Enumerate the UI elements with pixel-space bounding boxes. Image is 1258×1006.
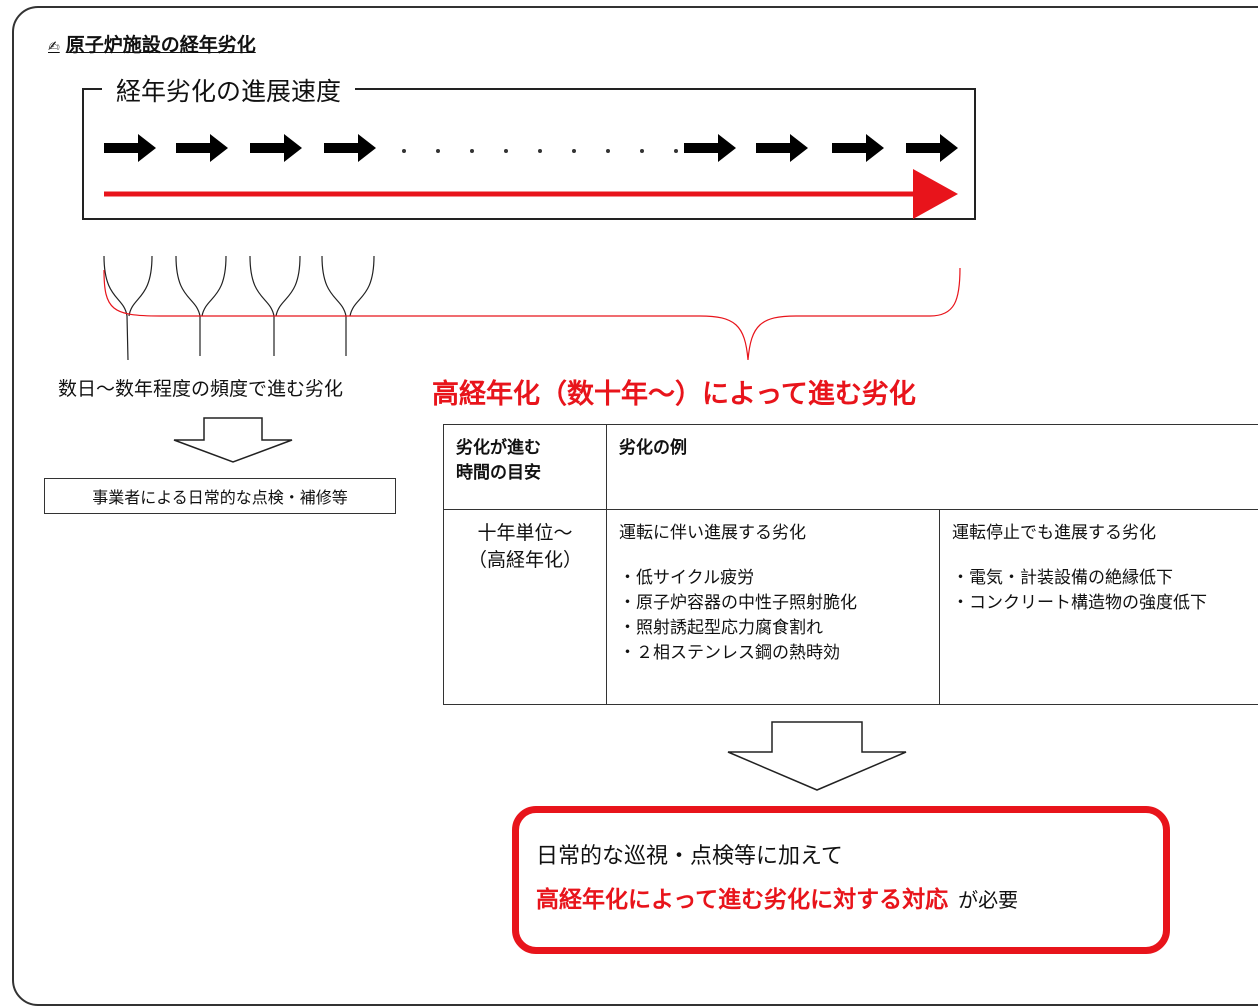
ellipsis-dot bbox=[606, 149, 610, 153]
daily-inspection-box: 事業者による日常的な点検・補修等 bbox=[44, 478, 396, 514]
down-arrow-right bbox=[728, 722, 906, 790]
table-header-row: 劣化が進む 時間の目安 劣化の例 bbox=[444, 425, 1258, 510]
ellipsis-dot bbox=[470, 149, 474, 153]
long-term-label: 高経年化（数十年～）によって進む劣化 bbox=[432, 372, 916, 411]
short-term-braces bbox=[104, 256, 374, 360]
operating-heading: 運転に伴い進展する劣化 bbox=[619, 518, 927, 543]
down-arrow-left bbox=[174, 418, 292, 462]
operating-item: ・照射誘起型応力腐食割れ bbox=[619, 613, 927, 638]
cell-time: 十年単位～ （高経年化） bbox=[444, 510, 607, 705]
operating-list: ・低サイクル疲労・原子炉容器の中性子照射脆化・照射誘起型応力腐食割れ・２相ステン… bbox=[619, 563, 927, 663]
right-arrow-icon bbox=[250, 134, 302, 162]
header-time: 劣化が進む 時間の目安 bbox=[444, 425, 607, 510]
long-term-brace bbox=[104, 268, 960, 360]
right-arrow-icon bbox=[756, 134, 808, 162]
operating-item: ・２相ステンレス鋼の熱時効 bbox=[619, 638, 927, 663]
conclusion-line-2: 高経年化によって進む劣化に対する対応が必要 bbox=[536, 880, 1018, 914]
header-examples-text: 劣化の例 bbox=[619, 438, 687, 458]
operating-item: ・低サイクル疲労 bbox=[619, 563, 927, 588]
ellipsis-dot bbox=[674, 149, 678, 153]
ellipsis-dot bbox=[504, 149, 508, 153]
conclusion-line-1: 日常的な巡視・点検等に加えて bbox=[536, 838, 843, 870]
ellipsis-dot bbox=[640, 149, 644, 153]
conclusion-tail: が必要 bbox=[958, 888, 1018, 912]
cell-time-text: 十年単位～ （高経年化） bbox=[468, 522, 582, 571]
right-arrow-icon bbox=[104, 134, 156, 162]
stopped-item: ・コンクリート構造物の強度低下 bbox=[952, 588, 1258, 613]
operating-item: ・原子炉容器の中性子照射脆化 bbox=[619, 588, 927, 613]
header-time-text: 劣化が進む 時間の目安 bbox=[456, 438, 541, 483]
ellipsis-dot bbox=[402, 149, 406, 153]
stopped-item: ・電気・計装設備の絶縁低下 bbox=[952, 563, 1258, 588]
right-arrow-icon bbox=[324, 134, 376, 162]
right-arrow-icon bbox=[684, 134, 736, 162]
table-row: 十年単位～ （高経年化） 運転に伴い進展する劣化 ・低サイクル疲労・原子炉容器の… bbox=[444, 510, 1258, 705]
daily-inspection-text: 事業者による日常的な点検・補修等 bbox=[92, 484, 348, 508]
ellipsis-dot bbox=[572, 149, 576, 153]
ellipsis-dot bbox=[538, 149, 542, 153]
right-arrow-icon bbox=[832, 134, 884, 162]
right-arrow-icon bbox=[906, 134, 958, 162]
degradation-table: 劣化が進む 時間の目安 劣化の例 十年単位～ （高経年化） 運転に伴い進展する劣… bbox=[443, 424, 1258, 705]
cell-operating: 運転に伴い進展する劣化 ・低サイクル疲労・原子炉容器の中性子照射脆化・照射誘起型… bbox=[607, 510, 940, 705]
header-examples: 劣化の例 bbox=[607, 425, 1258, 510]
stopped-list: ・電気・計装設備の絶縁低下・コンクリート構造物の強度低下 bbox=[952, 563, 1258, 613]
short-term-label: 数日～数年程度の頻度で進む劣化 bbox=[58, 374, 343, 401]
cell-stopped: 運転停止でも進展する劣化 ・電気・計装設備の絶縁低下・コンクリート構造物の強度低… bbox=[940, 510, 1258, 705]
stopped-heading: 運転停止でも進展する劣化 bbox=[952, 518, 1258, 543]
conclusion-emphasis: 高経年化によって進む劣化に対する対応 bbox=[536, 887, 948, 913]
right-arrow-icon bbox=[176, 134, 228, 162]
ellipsis-dots bbox=[402, 149, 678, 153]
speed-arrows bbox=[104, 134, 958, 162]
ellipsis-dot bbox=[436, 149, 440, 153]
